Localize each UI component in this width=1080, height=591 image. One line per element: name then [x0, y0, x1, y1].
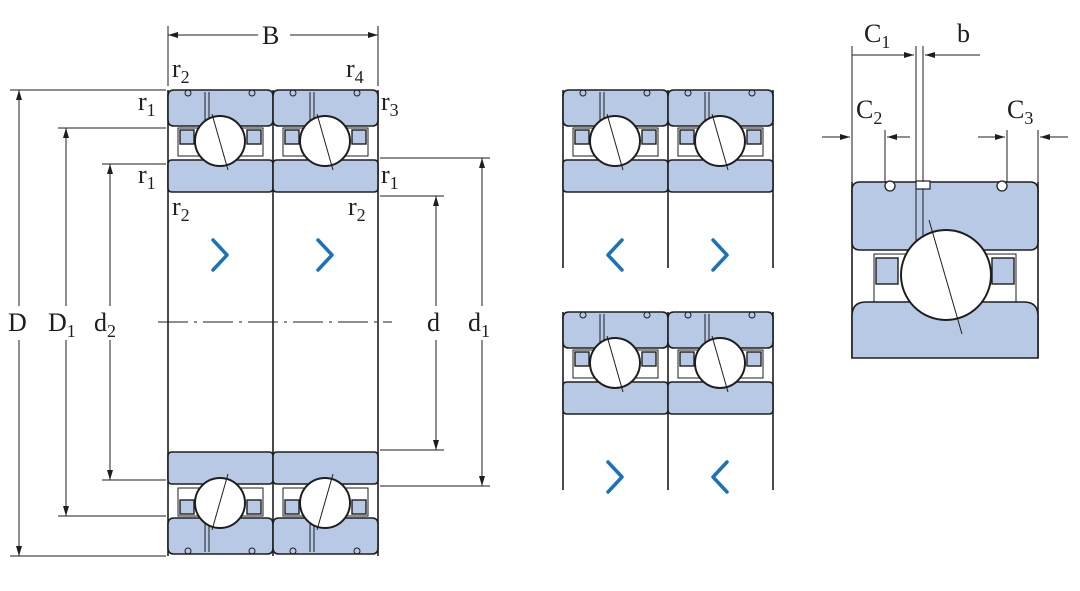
label-d1: d1 [468, 308, 490, 341]
detail-dimensions [822, 46, 1068, 182]
label-r1-mid-right: r1 [381, 160, 399, 193]
right-dimensions [380, 157, 490, 487]
label-d-bore: d [427, 308, 440, 337]
bearing-detail [851, 180, 1039, 359]
label-d-outer: D [8, 308, 27, 337]
label-r4: r4 [346, 54, 364, 87]
direction-arrow-2 [316, 238, 334, 272]
label-d2: d2 [94, 308, 116, 341]
label-c2: C2 [856, 95, 882, 128]
label-r2-mid-right: r2 [348, 192, 366, 225]
main-bearing-pair [158, 89, 392, 556]
direction-arrow-left [711, 460, 729, 494]
label-d1-upper: D1 [48, 308, 76, 341]
label-r1-mid-left: r1 [138, 160, 156, 193]
label-r2-mid-left: r2 [172, 192, 190, 225]
direction-arrow-left [606, 238, 624, 272]
direction-arrow-right [606, 460, 624, 494]
label-c3: C3 [1007, 95, 1033, 128]
detail-labels: C1 b C2 C3 [856, 19, 1033, 128]
arrangement-face-to-face [562, 311, 774, 494]
left-dimensions [10, 89, 166, 557]
label-c1: C1 [864, 19, 890, 52]
direction-arrow-right [711, 238, 729, 272]
direction-arrow-1 [211, 238, 229, 272]
label-r3: r3 [381, 87, 399, 120]
main-labels: B D D1 d2 d d1 r2 r4 r1 r3 r1 r1 r2 r2 [8, 21, 490, 341]
label-b-groove: b [957, 19, 970, 48]
arrangement-back-to-back [562, 89, 774, 272]
label-r2-top-left: r2 [172, 54, 190, 87]
label-b-width: B [262, 21, 279, 50]
label-r1-top: r1 [138, 87, 156, 120]
dimension-b [167, 26, 379, 86]
